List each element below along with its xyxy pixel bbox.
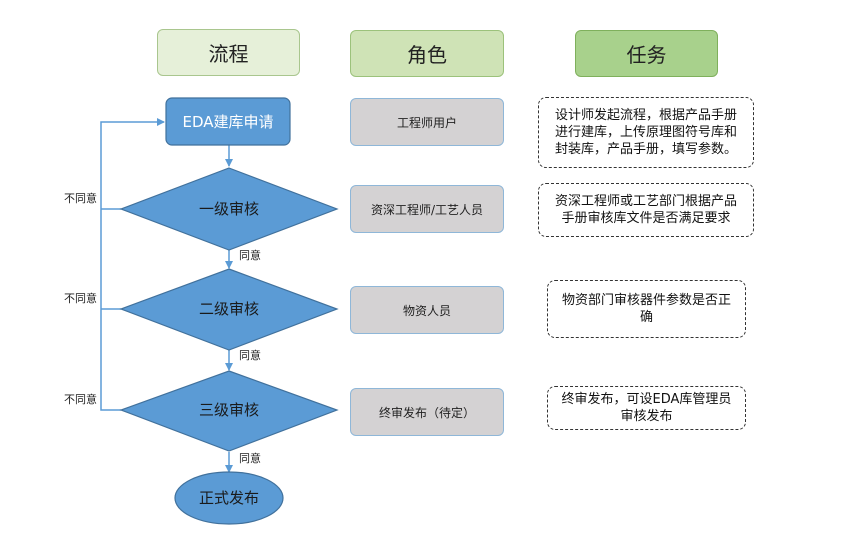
header-process: 流程 <box>157 29 300 76</box>
task-box-3: 物资部门审核器件参数是否正确 <box>547 280 746 338</box>
agree-label-3: 同意 <box>239 451 261 465</box>
flow-level3-label: 三级审核 <box>199 401 259 419</box>
task-box-4: 终审发布，可设EDA库管理员审核发布 <box>547 386 746 430</box>
role-box-4: 终审发布（待定） <box>350 388 504 436</box>
agree-label-1: 同意 <box>239 248 261 262</box>
flow-start-node <box>165 97 291 146</box>
disagree-label-1: 不同意 <box>64 191 97 205</box>
task-box-1: 设计师发起流程，根据产品手册进行建库，上传原理图符号库和封装库，产品手册，填写参… <box>538 97 754 168</box>
flow-level3-diamond <box>119 370 339 452</box>
flow-level1-diamond <box>119 167 339 251</box>
flow-level1-label: 一级审核 <box>199 200 259 218</box>
flow-level2-diamond <box>119 268 339 351</box>
agree-label-2: 同意 <box>239 348 261 362</box>
task-box-2: 资深工程师或工艺部门根据产品手册审核库文件是否满足要求 <box>538 183 754 237</box>
return-line <box>100 118 165 411</box>
role-box-1: 工程师用户 <box>350 98 504 146</box>
flow-level2-label: 二级审核 <box>199 300 259 318</box>
flow-start-label: EDA建库申请 <box>182 113 273 131</box>
header-role: 角色 <box>350 30 504 77</box>
flow-end-label: 正式发布 <box>199 489 259 507</box>
flow-end-node <box>174 471 284 525</box>
disagree-label-2: 不同意 <box>64 291 97 305</box>
header-task: 任务 <box>575 30 718 77</box>
role-box-3: 物资人员 <box>350 286 504 334</box>
disagree-label-3: 不同意 <box>64 392 97 406</box>
role-box-2: 资深工程师/工艺人员 <box>350 185 504 233</box>
